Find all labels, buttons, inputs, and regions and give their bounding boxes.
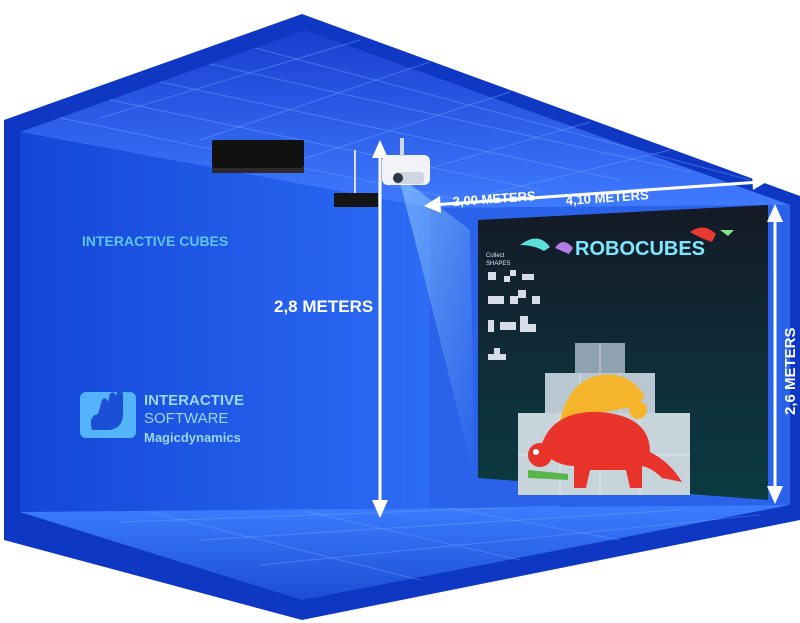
panel-title: Collect xyxy=(486,253,505,259)
svg-text:SOFTWARE: SOFTWARE xyxy=(144,410,228,427)
svg-text:INTERACTIVE: INTERACTIVE xyxy=(144,392,244,409)
screen-height-label: 2,6 METERS xyxy=(782,327,799,415)
panel-subtitle: SHAPES xyxy=(486,261,510,267)
brand-logo: INTERACTIVE SOFTWARE Magicdynamics xyxy=(80,390,244,445)
dino-sprite-icon xyxy=(520,227,734,254)
projector-beam xyxy=(398,175,475,480)
distance-label: 2,00 METERS xyxy=(452,188,536,209)
stegosaurus-icon xyxy=(528,374,682,488)
projector-icon xyxy=(382,138,430,185)
wall-label: INTERACTIVE CUBES xyxy=(82,233,228,249)
svg-text:Magicdynamics: Magicdynamics xyxy=(144,430,241,445)
ceiling-box-device xyxy=(212,140,304,168)
width-label: 4,10 METERS xyxy=(565,187,649,208)
sensor-device xyxy=(334,193,378,207)
shape-icons-panel xyxy=(488,270,540,360)
floor xyxy=(20,505,790,600)
screen-title: ROBOCUBES xyxy=(575,238,705,260)
height-arrow xyxy=(372,140,388,518)
screen-height-arrow xyxy=(767,204,783,504)
height-label: 2,8 METERS xyxy=(274,297,373,316)
distance-arrow xyxy=(424,174,768,213)
floor-grid xyxy=(119,505,761,581)
